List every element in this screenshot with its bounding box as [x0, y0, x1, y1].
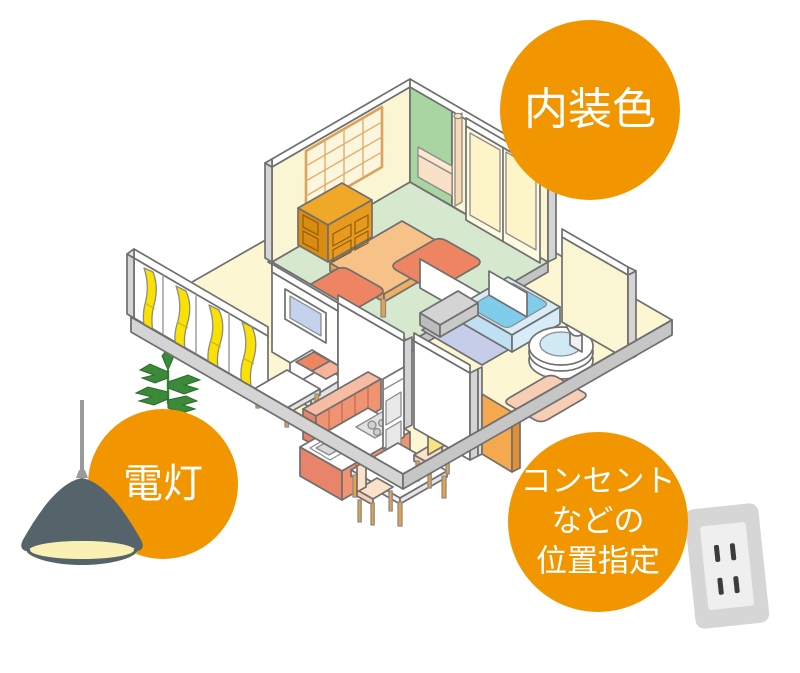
tall-cupboard [382, 366, 405, 455]
callout-circle[interactable] [508, 432, 688, 612]
callout-outlet-position[interactable]: コンセント などの 位置指定 [508, 432, 688, 612]
slab-front-edge [130, 316, 673, 490]
alcove [417, 112, 463, 207]
callout-circle[interactable] [500, 20, 680, 200]
callout-lighting-line-1: 電灯 [123, 461, 203, 507]
callout-outlet-position-line-1: コンセント [521, 464, 676, 500]
tansu-cabinet [297, 182, 373, 263]
sliding-glass-door [465, 117, 541, 264]
callout-outlet-position-line-3: 位置指定 [536, 544, 660, 580]
room-living [126, 248, 347, 428]
potted-plant-icon [134, 347, 202, 414]
shoji-window-icon [304, 105, 384, 213]
wall-tv-icon [284, 288, 327, 344]
callout-outlet-position-line-2: などの [552, 504, 645, 540]
floor-cushion [392, 237, 481, 291]
room-kitchen [299, 294, 479, 527]
callout-interior-color[interactable]: 内装色 [500, 20, 680, 200]
callout-interior-color-line-1: 内装色 [524, 84, 656, 135]
washbasin-counter [419, 290, 479, 338]
dining-chair [356, 460, 394, 526]
pendant-lamp-icon [21, 478, 143, 565]
wall-outlet-icon [684, 503, 770, 629]
